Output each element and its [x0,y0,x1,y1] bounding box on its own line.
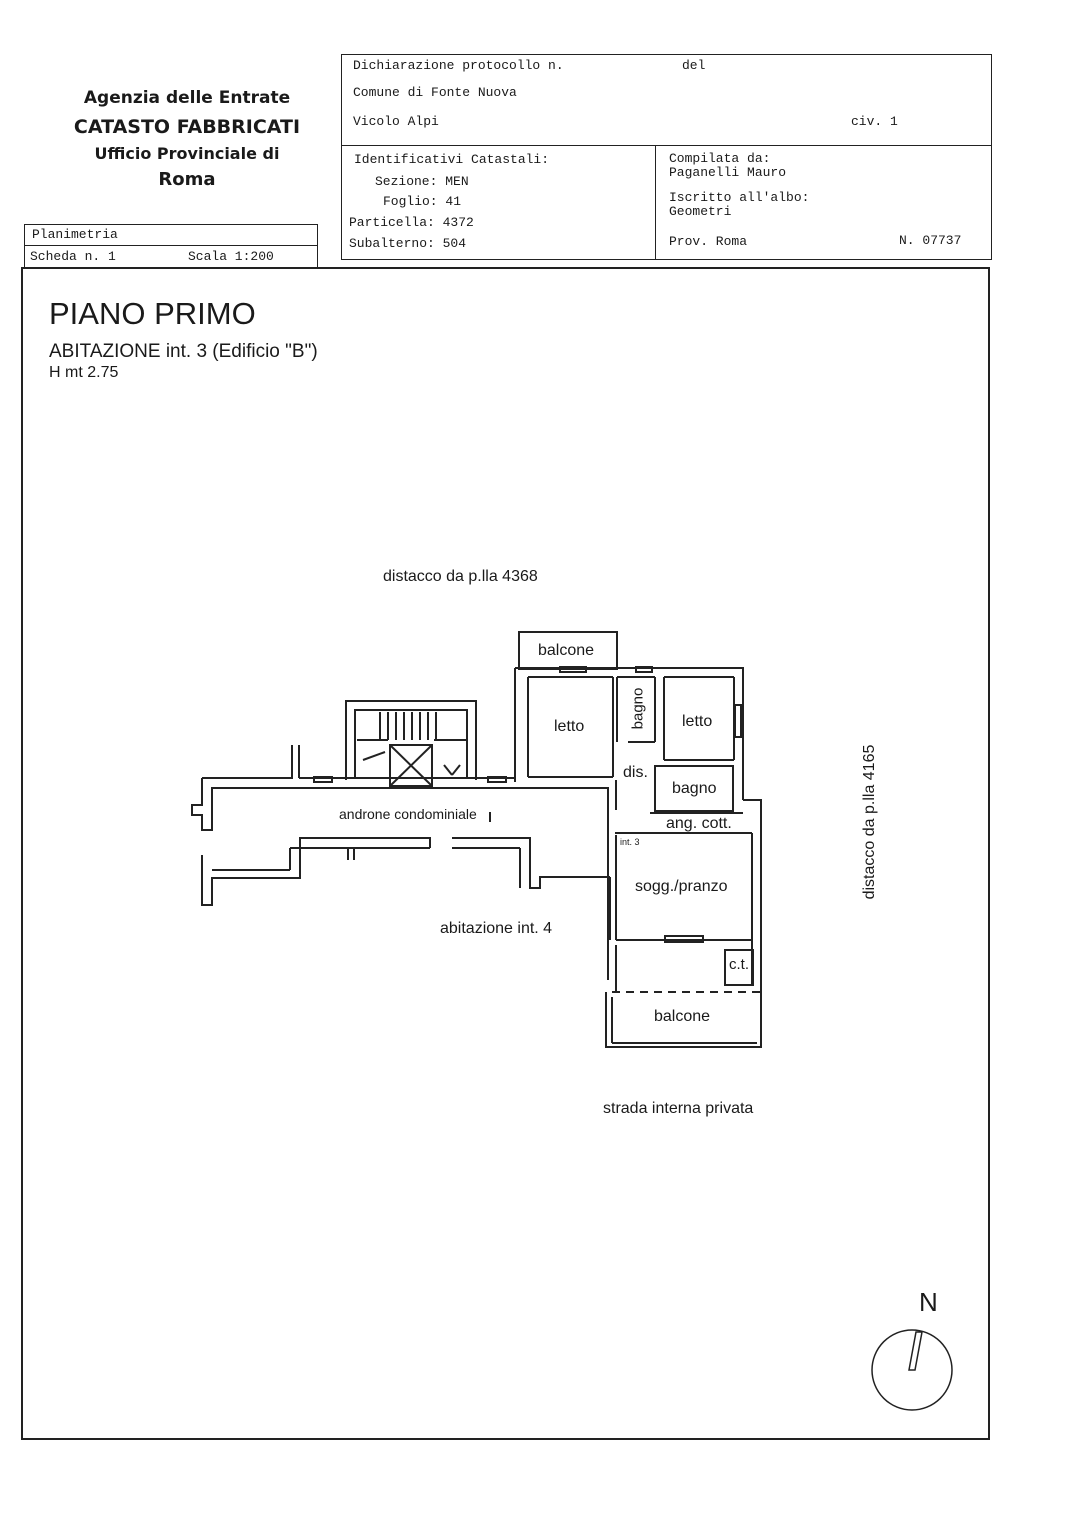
balcone-bottom-label: balcone [654,1008,711,1025]
scheda-label: Scheda n. 1 [30,249,116,264]
foglio-label: Foglio: 41 [383,194,462,209]
ct-label: c.t. [729,956,750,973]
ufficio-label: Ufficio Provinciale di [94,144,280,163]
dichiarazione-box [341,54,992,260]
comune-label: Comune di Fonte Nuova [353,85,517,100]
compilata-name: Paganelli Mauro [669,165,787,180]
letto-left-label: letto [554,718,585,735]
planimetria-label: Planimetria [32,227,118,242]
sezione-label: Sezione: MEN [375,174,469,189]
prov-label: Prov. Roma [669,234,748,249]
int3-label: int. 3 [620,837,640,847]
via-label: Vicolo Alpi [353,114,439,129]
agency-name: Agenzia delle Entrate [83,88,291,108]
compilata-title: Compilata da: [669,151,771,166]
identificativi-title: Identificativi Catastali: [354,152,550,167]
south-boundary-label: strada interna privata [603,1100,754,1117]
letto-right-label: letto [682,713,713,730]
balcone-top-label: balcone [538,642,595,659]
androne-label: androne condominiale [339,806,477,822]
abitazione4-label: abitazione int. 4 [440,920,553,937]
plan-subtitle: ABITAZIONE int. 3 (Edificio "B") [49,341,318,362]
compass [871,1329,953,1411]
sogg-pranzo-label: sogg./pranzo [635,878,728,895]
north-boundary-label: distacco da p.lla 4368 [383,568,538,585]
ufficio-city: Roma [158,169,216,190]
particella-label: Particella: 4372 [349,215,474,230]
bagno-label: bagno [672,780,717,797]
ang-cott-label: ang. cott. [666,815,732,832]
dis-label: dis. [623,764,648,781]
plan-title: PIANO PRIMO [49,296,256,331]
plan-height: H mt 2.75 [49,364,119,381]
compass-north-label: N [919,1287,938,1317]
bagno-vertical-label: bagno [629,687,647,730]
iscritto-value: Geometri [669,204,732,219]
catasto-title: CATASTO FABBRICATI [73,116,301,138]
scala-label: Scala 1:200 [188,249,274,264]
dichiarazione-label: Dichiarazione protocollo n. [353,58,564,73]
iscritto-title: Iscritto all'albo: [669,190,810,205]
drawing-frame [21,267,990,1440]
subalterno-label: Subalterno: 504 [349,236,467,251]
civ-label: civ. 1 [851,114,898,129]
del-label: del [682,58,706,73]
numero-label: N. 07737 [899,233,962,248]
